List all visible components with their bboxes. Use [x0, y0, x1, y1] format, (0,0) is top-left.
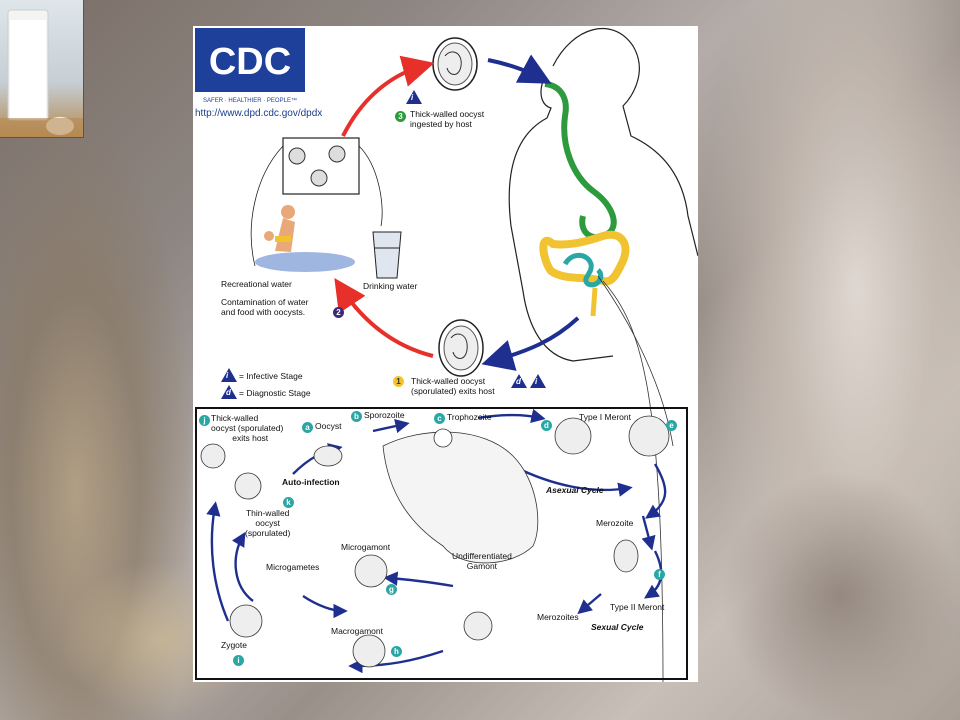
microgamont-label: Microgamont — [341, 542, 391, 552]
milk-photo-thumbnail — [0, 0, 84, 138]
meront-cells — [200, 415, 670, 668]
infective-stage-icon: i — [530, 374, 546, 388]
oocyst-label: Oocyst — [315, 421, 342, 431]
swimmers-illustration — [255, 205, 355, 272]
cdc-logo: CDC SAFER · HEALTHIER · PEOPLE™ — [195, 28, 305, 104]
legend-infective-label: = Infective Stage — [239, 371, 303, 381]
step-1-badge: 1 — [393, 376, 404, 387]
background-blur — [720, 470, 960, 720]
asexual-cycle-label: Asexual Cycle — [546, 485, 604, 495]
stage-b-badge: b — [351, 411, 362, 422]
intestinal-epithelium — [382, 428, 539, 564]
arrow-red-down — [334, 278, 434, 358]
cdc-tagline: SAFER · HEALTHIER · PEOPLE™ — [203, 97, 297, 104]
lifecycle-diagram: CDC SAFER · HEALTHIER · PEOPLE™ — [193, 26, 698, 682]
arrow-red-up — [341, 55, 435, 137]
stage-f-badge: f — [654, 569, 665, 580]
connector-line — [358, 145, 383, 227]
lifecycle-detail-box — [195, 407, 688, 680]
cdc-logo-text: CDC — [209, 41, 291, 83]
drinking-water-label: Drinking water — [363, 281, 418, 291]
stage-i-badge: i — [233, 655, 244, 666]
sexual-cycle-label: Sexual Cycle — [591, 622, 644, 632]
stage-h-badge: h — [391, 646, 402, 657]
macrogamont-label: Macrogamont — [331, 626, 383, 636]
recreational-water-label: Recreational water — [221, 279, 292, 289]
merozoite-label: Merozoite — [596, 518, 634, 528]
type-1-meront-label: Type I Meront — [579, 412, 631, 422]
merozoites-label: Merozoites — [537, 612, 579, 622]
arrow-to-mouth — [487, 54, 552, 84]
legend-diagnostic-label: = Diagnostic Stage — [239, 388, 311, 398]
oocyst-exits-host — [438, 319, 484, 377]
stage-j-badge: j — [199, 415, 210, 426]
infective-stage-icon: i — [406, 90, 422, 104]
auto-infection-label: Auto-infection — [282, 477, 340, 487]
milk-glass-image — [0, 9, 83, 137]
stage-c-badge: c — [434, 413, 445, 424]
connector-line — [250, 145, 284, 267]
step-3-badge: 3 — [395, 111, 406, 122]
microgametes-label: Microgametes — [266, 562, 320, 572]
stage-a-badge: a — [302, 422, 313, 433]
oocyst-ingested — [432, 37, 478, 91]
step-2-badge: 2 — [333, 307, 344, 318]
stage-g-badge: g — [386, 584, 397, 595]
trophozoite-label: Trophozoite — [447, 412, 492, 422]
diagram-graphics: CDC SAFER · HEALTHIER · PEOPLE™ — [195, 28, 698, 682]
oocyst-sample-box — [282, 137, 360, 195]
stage-e-badge: e — [666, 420, 677, 431]
stage-k-badge: k — [283, 497, 294, 508]
sporozoite-label: Sporozoite — [364, 410, 405, 420]
cdc-url-link[interactable]: http://www.dpd.cdc.gov/dpdx — [195, 108, 323, 119]
lifecycle-arrows — [206, 408, 667, 674]
type-2-meront-label: Type II Meront — [610, 602, 665, 612]
human-silhouette — [508, 28, 698, 362]
digestive-tract — [539, 81, 630, 317]
drinking-glass-illustration — [372, 231, 402, 279]
zygote-label: Zygote — [221, 640, 247, 650]
diagnostic-stage-icon: d — [221, 385, 237, 399]
step-1-label: Thick-walled oocyst(sporulated) exits ho… — [411, 376, 495, 396]
arrow-exit-host — [481, 316, 580, 371]
stage-d-badge: d — [541, 420, 552, 431]
connector-line — [602, 280, 664, 682]
diagnostic-stage-icon: d — [511, 374, 527, 388]
infective-stage-icon: i — [221, 368, 237, 382]
